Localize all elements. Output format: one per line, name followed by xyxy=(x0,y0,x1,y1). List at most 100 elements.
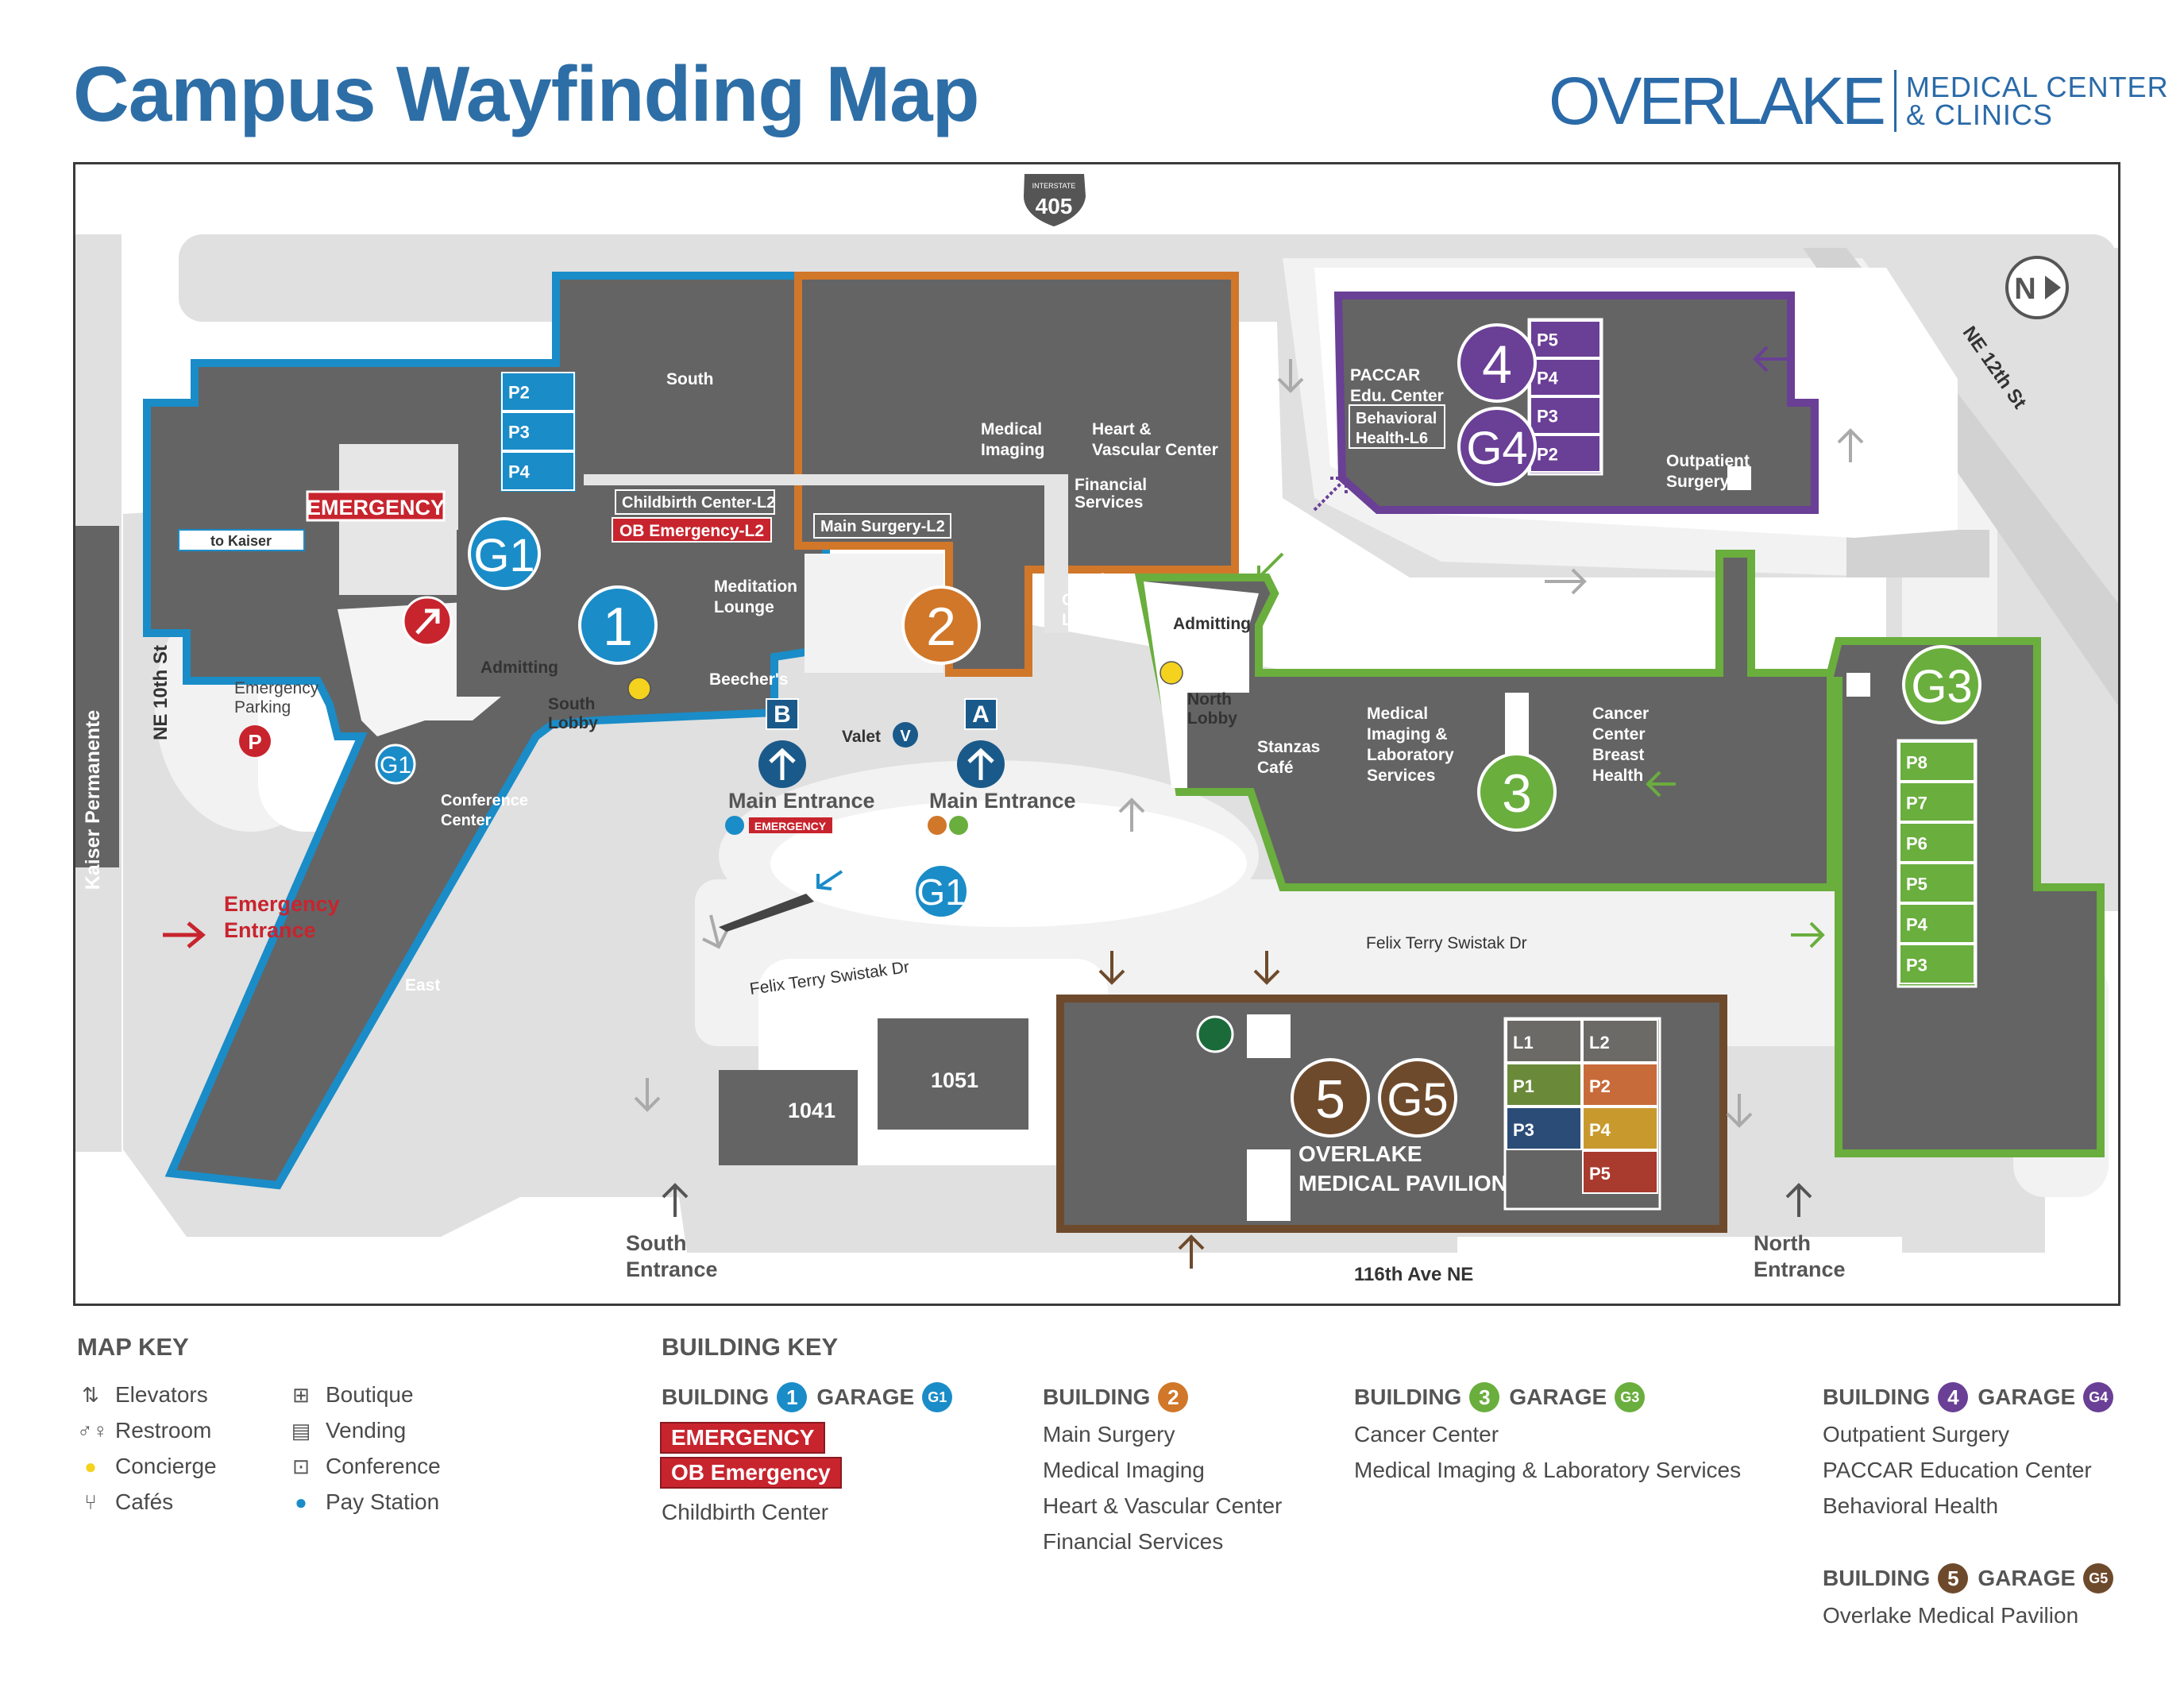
svg-text:Breast: Breast xyxy=(1592,746,1644,764)
g4-level-p2: P2 xyxy=(1530,435,1601,473)
pavilion-name: OVERLAKE xyxy=(1298,1141,1422,1166)
svg-text:405: 405 xyxy=(1036,194,1073,218)
map-key-heading: MAP KEY xyxy=(77,1333,189,1361)
main-entrance-b-label: Main Entrance xyxy=(728,789,875,813)
svg-text:Laboratory: Laboratory xyxy=(1367,746,1454,764)
kaiser-permanente-block xyxy=(75,526,119,867)
key-cafe: ⑂Cafés xyxy=(77,1489,173,1515)
building-key-b3: BUILDING 3 GARAGE G3 xyxy=(1354,1382,1654,1412)
svg-text:Café: Café xyxy=(1062,591,1098,609)
main-entrance-b-arrow-icon xyxy=(758,740,806,788)
entrance-a-sign[interactable]: A xyxy=(964,698,997,730)
svg-text:G1: G1 xyxy=(473,530,534,581)
boutique-icon: ⊞ xyxy=(292,1382,310,1407)
g5-level-p3: P3 xyxy=(1506,1107,1582,1150)
garage-g4-badge[interactable]: G4 xyxy=(1457,407,1537,486)
childbirth-center-label: Childbirth Center-L2 xyxy=(622,494,775,512)
east-label: East xyxy=(405,976,440,995)
g4-level-p3: P3 xyxy=(1530,396,1601,435)
svg-text:G3: G3 xyxy=(1911,661,1972,713)
conference-icon: ⊡ xyxy=(292,1454,310,1478)
building-3[interactable] xyxy=(1134,550,2105,1157)
svg-text:Lobby: Lobby xyxy=(548,714,598,732)
svg-text:Lounge: Lounge xyxy=(714,598,774,616)
building-1051-label: 1051 xyxy=(931,1068,978,1092)
svg-text:B: B xyxy=(774,701,791,728)
svg-text:G1: G1 xyxy=(380,752,411,778)
page-title: Campus Wayfinding Map xyxy=(73,50,980,137)
building-key-b4: BUILDING 4 GARAGE G4 xyxy=(1823,1382,2123,1412)
building-4-badge[interactable]: 4 xyxy=(1457,323,1537,403)
svg-text:P4: P4 xyxy=(1906,914,1928,934)
key-ob-emergency: OB Emergency xyxy=(660,1457,842,1489)
svg-text:4: 4 xyxy=(1482,334,1512,395)
svg-text:MEDICAL PAVILION: MEDICAL PAVILION xyxy=(1298,1171,1507,1196)
north-entrance-label: North xyxy=(1754,1231,1811,1255)
g5-level-p1: P1 xyxy=(1506,1063,1582,1107)
building-1041[interactable] xyxy=(719,1070,858,1165)
svg-text:P3: P3 xyxy=(1513,1120,1534,1140)
svg-text:P3: P3 xyxy=(1537,406,1558,426)
svg-text:Services: Services xyxy=(1367,767,1435,785)
emergency-parking-icon: P xyxy=(239,725,271,757)
valet-badge: V xyxy=(893,722,918,747)
key-vending: ▤Vending xyxy=(287,1418,407,1443)
emergency-sign: EMERGENCY xyxy=(306,490,446,522)
g5-level-l2: L2 xyxy=(1582,1019,1658,1063)
svg-text:A: A xyxy=(972,701,990,728)
key-pay-station: ●Pay Station xyxy=(287,1489,439,1515)
conference-center-label: Conference xyxy=(441,792,528,809)
garage-g3-badge[interactable]: G3 xyxy=(1902,645,1981,724)
medical-imaging-lab-label: Medical xyxy=(1367,705,1428,723)
building-1051[interactable] xyxy=(878,1018,1028,1130)
north-arrow-icon: N xyxy=(2005,256,2069,319)
to-kaiser-label: to Kaiser xyxy=(210,533,272,549)
restroom-icon: ♂♀ xyxy=(77,1418,108,1443)
interstate-405-icon: INTERSTATE 405 xyxy=(1024,174,1086,226)
svg-text:Services: Services xyxy=(1075,493,1143,512)
svg-text:Café: Café xyxy=(1257,759,1294,777)
outpatient-surgery-label: Outpatient xyxy=(1666,452,1750,470)
svg-text:Surgery: Surgery xyxy=(1666,473,1730,491)
south-lobby-label: South xyxy=(548,695,595,713)
g1-level-p3: P3 xyxy=(501,411,575,451)
main-entrance-a-arrow-icon xyxy=(957,740,1005,788)
g4-level-p4: P4 xyxy=(1530,358,1601,396)
svg-text:P2: P2 xyxy=(508,383,530,403)
stanzas-cafe-label: Stanzas xyxy=(1257,738,1320,756)
key-emergency: EMERGENCY xyxy=(660,1422,826,1454)
svg-text:5: 5 xyxy=(1315,1069,1345,1130)
building-3-badge[interactable]: 3 xyxy=(1477,752,1557,832)
svg-text:Entrance: Entrance xyxy=(626,1257,718,1281)
g1-level-p4: P4 xyxy=(501,451,575,491)
svg-text:Center: Center xyxy=(441,812,492,829)
admitting-b1-label: Admitting xyxy=(480,659,558,677)
building-1-badge[interactable]: 1 xyxy=(578,585,658,665)
ne-10th-label: NE 10th St xyxy=(150,645,172,740)
g3-level-p5: P5 xyxy=(1899,863,1975,903)
building-key-b5: BUILDING 5 GARAGE G5 xyxy=(1823,1563,2123,1593)
garage-g1-badge[interactable]: G1 xyxy=(468,517,541,590)
g3-level-p4: P4 xyxy=(1899,903,1975,944)
garage-g1-entrance-badge[interactable]: G1 xyxy=(913,863,970,920)
entrance-b-sign[interactable]: B xyxy=(766,698,799,730)
g5-level-p4: P4 xyxy=(1582,1107,1658,1150)
garage-g5-badge[interactable]: G5 xyxy=(1378,1058,1457,1138)
garage-g1-small-badge[interactable]: G1 xyxy=(375,744,416,785)
svg-text:G5: G5 xyxy=(1387,1074,1448,1126)
key-concierge: ●Concierge xyxy=(77,1454,217,1479)
south-label: South xyxy=(666,370,713,388)
g1-level-p2: P2 xyxy=(501,372,575,411)
emergency-entrance-arrow-icon xyxy=(163,921,206,948)
building-5-badge[interactable]: 5 xyxy=(1291,1058,1370,1138)
key-boutique: ⊞Boutique xyxy=(287,1382,413,1408)
main-entrance-b-badges: EMERGENCY xyxy=(725,816,832,835)
g5-level-p5: P5 xyxy=(1582,1150,1658,1194)
svg-text:Lobby: Lobby xyxy=(1187,709,1237,728)
svg-text:G1: G1 xyxy=(916,871,965,913)
ob-emergency-sign: OB Emergency-L2 xyxy=(612,517,772,543)
building-2-badge[interactable]: 2 xyxy=(901,585,981,665)
svg-text:P2: P2 xyxy=(1589,1076,1611,1096)
svg-text:P4: P4 xyxy=(1537,368,1559,388)
